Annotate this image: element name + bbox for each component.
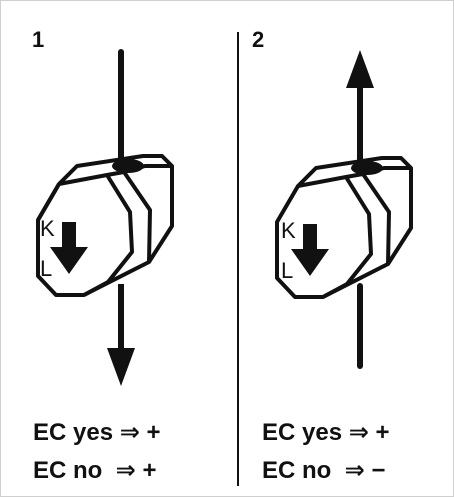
panel-1-current-sensor — [36, 154, 174, 297]
panel-1-down-arrow-icon — [50, 222, 88, 274]
panel-1-number: 1 — [32, 27, 44, 52]
panel-2: 2 K L EC yes ⇒ + EC no ⇒ − — [252, 27, 413, 484]
panel-1-terminal-k: K — [40, 216, 55, 241]
panel-2-down-arrow-icon — [291, 224, 329, 276]
panel-2-current-sensor — [275, 156, 413, 299]
panel-2-terminal-k: K — [281, 218, 296, 243]
panel-2-rule-ec-yes: EC yes ⇒ + — [262, 419, 390, 446]
panel-1-rule-ec-no: EC no ⇒ + — [33, 457, 156, 484]
panel-2-current-arrowhead-up-icon — [346, 50, 374, 88]
panel-2-terminal-l: L — [281, 258, 293, 283]
panel-1-rule-ec-yes: EC yes ⇒ + — [33, 419, 161, 446]
panel-1-terminal-l: L — [40, 256, 52, 281]
panel-2-rule-ec-no: EC no ⇒ − — [262, 457, 385, 484]
panel-1: 1 K L EC yes ⇒ + EC no ⇒ + — [32, 27, 174, 484]
panel-2-number: 2 — [252, 27, 264, 52]
panel-1-current-arrowhead-down-icon — [107, 348, 135, 386]
